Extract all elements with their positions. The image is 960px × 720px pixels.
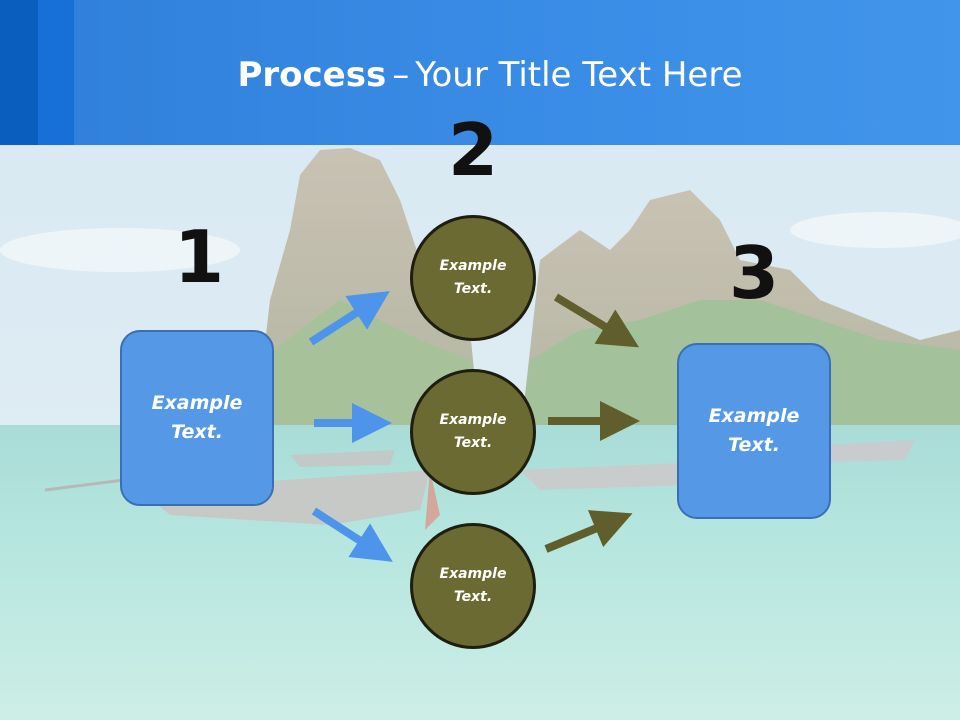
slide-title: Process–Your Title Text Here xyxy=(0,52,960,98)
step-2-circle-middle: Example Text. xyxy=(410,369,536,495)
step-number-3: 3 xyxy=(728,231,780,315)
arrow-box1-to-circle1 xyxy=(308,291,390,346)
header-accent-stripe xyxy=(0,0,38,145)
step-3-box: Example Text. xyxy=(677,343,831,519)
title-bold-part: Process xyxy=(237,55,387,95)
arrow-circle1-to-box3 xyxy=(553,293,640,348)
step-number-2: 2 xyxy=(447,108,499,192)
step-number-1: 1 xyxy=(173,215,225,299)
step-1-box: Example Text. xyxy=(120,330,274,506)
arrow-circle3-to-box3 xyxy=(544,510,633,553)
step-2-circle-bottom: Example Text. xyxy=(410,523,536,649)
header-accent-stripe-secondary xyxy=(38,0,74,145)
header-band xyxy=(0,0,960,145)
arrow-box1-to-circle3 xyxy=(311,507,393,562)
title-rest: Your Title Text Here xyxy=(415,55,743,95)
step-2-circle-top: Example Text. xyxy=(410,215,536,341)
title-separator: – xyxy=(392,55,410,95)
